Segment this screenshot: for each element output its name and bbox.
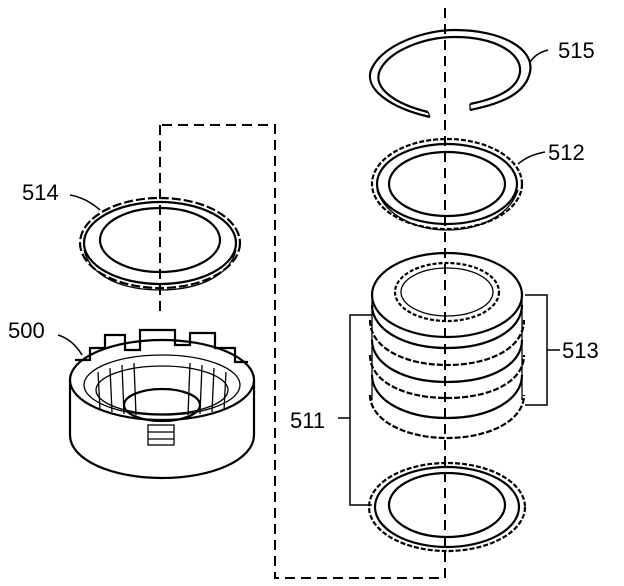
assembly-connector-dashed [159,124,445,579]
clutch-pack-stack [368,251,526,440]
leader-lines [57,49,560,506]
reaction-plate-514 [78,196,242,291]
callout-511: 511 [290,408,325,433]
backing-plate-512 [370,137,524,231]
callout-515: 515 [558,38,595,63]
callout-513: 513 [562,338,599,363]
callout-500: 500 [8,318,45,343]
callout-514: 514 [22,180,59,205]
callout-512: 512 [548,140,585,165]
housing-500 [68,328,256,480]
fiber-plate-bottom [367,461,527,553]
snap-ring-515 [369,28,532,119]
